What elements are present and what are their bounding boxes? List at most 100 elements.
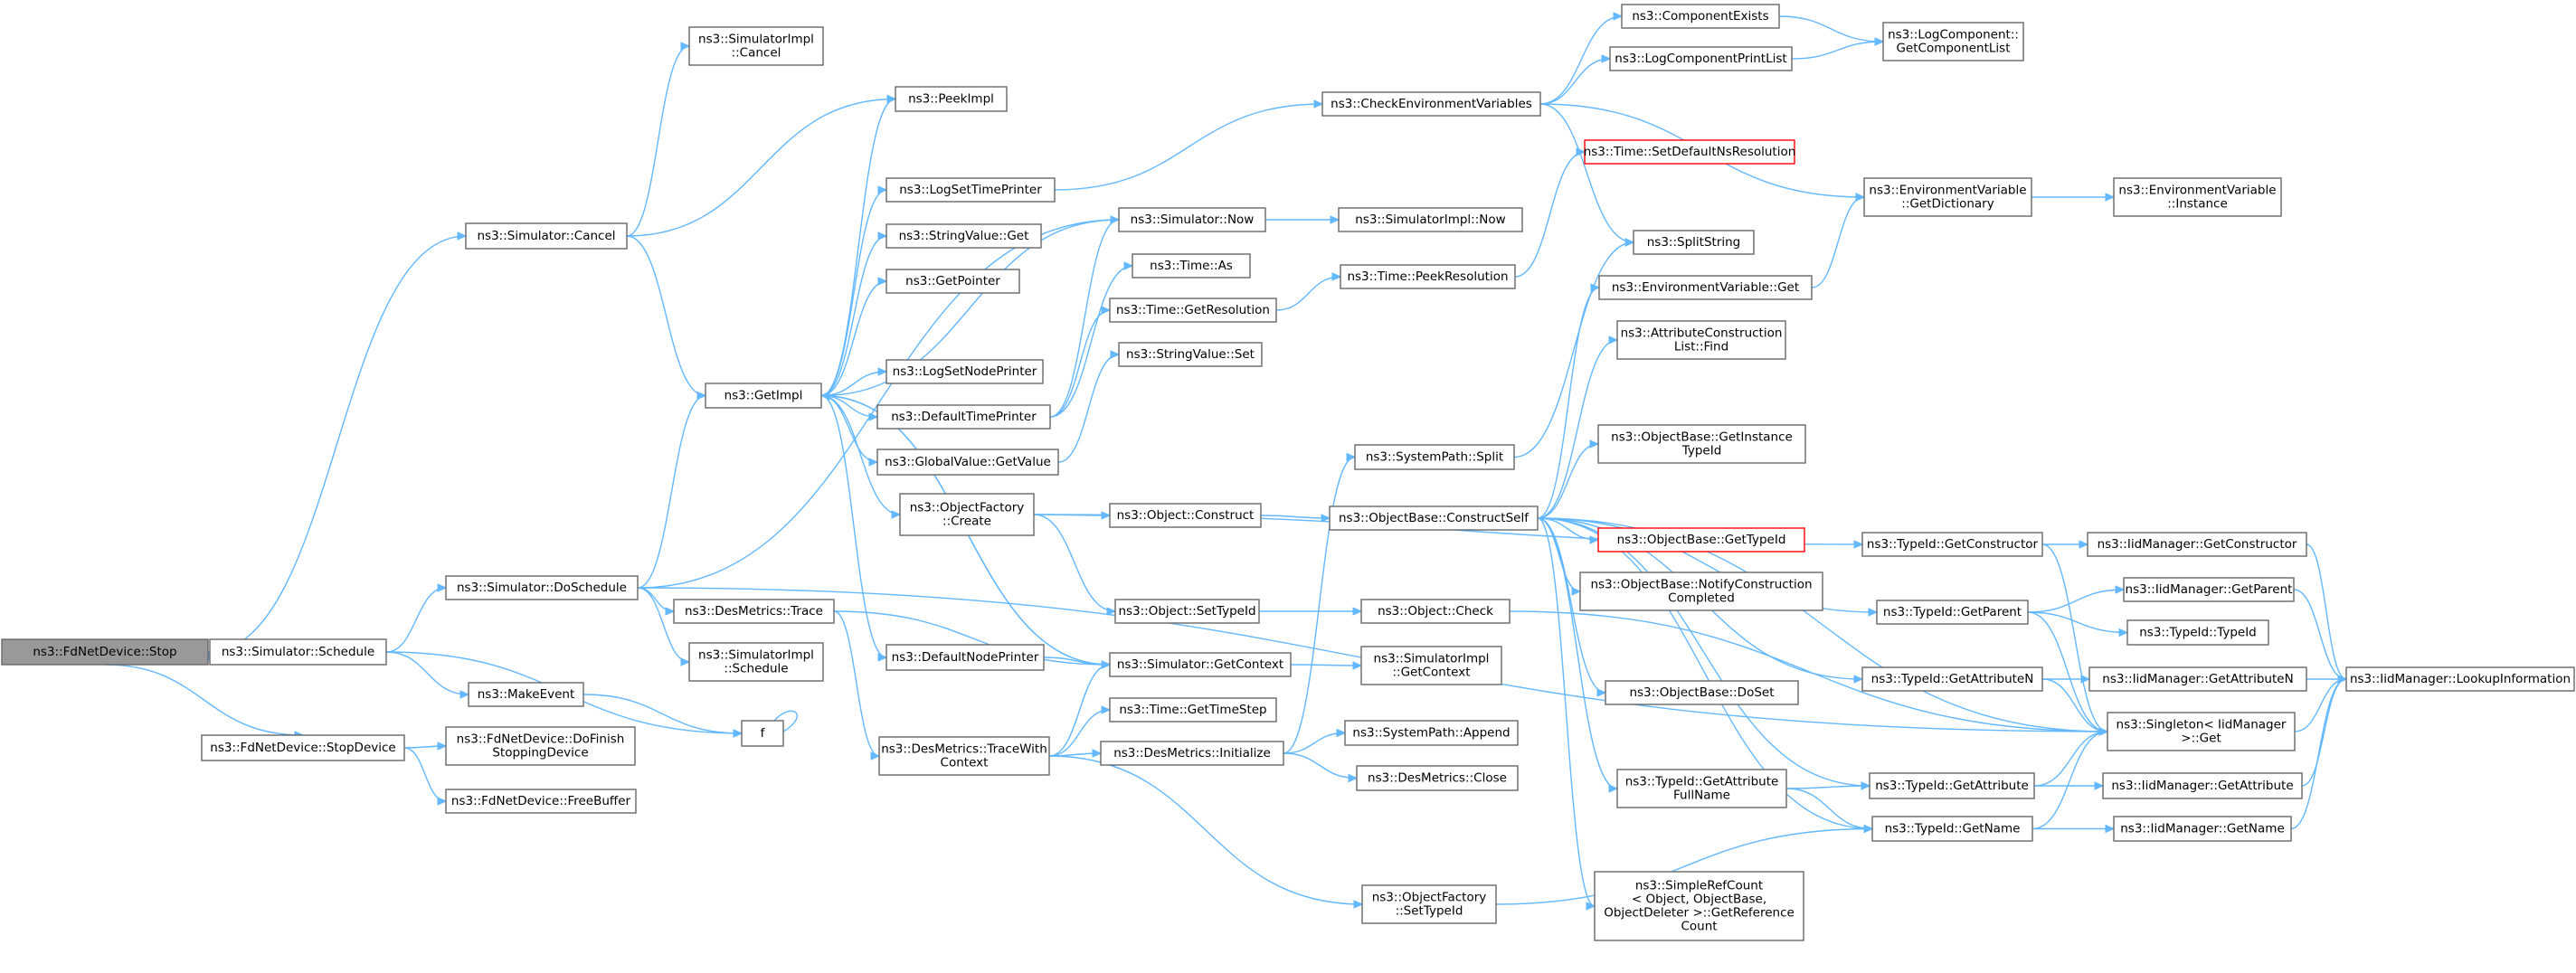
node-singletonget[interactable]: ns3::Singleton< IidManager>::Get [2107,712,2296,751]
node-label: ::Instance [2167,197,2228,212]
node-label: ns3::SystemPath::Split [1366,450,1503,465]
node-stop[interactable]: ns3::FdNetDevice::Stop [1,638,209,666]
node-tidtypeid[interactable]: ns3::TypeId::TypeId [2126,619,2269,646]
call-graph-nodes: ns3::FdNetDevice::Stop ns3::Simulator::Ca… [1,4,2575,941]
node-implschedule[interactable]: ns3::SimulatorImpl::Schedule [688,642,824,682]
node-stringget[interactable]: ns3::StringValue::Get [886,223,1042,249]
node-tidgetattr[interactable]: ns3::TypeId::GetAttribute [1869,772,2035,799]
arrowhead-simnow-to-implnow [1330,215,1340,224]
node-stringset[interactable]: ns3::StringValue::Set [1118,342,1263,367]
node-deftimeprinter[interactable]: ns3::DefaultTimePrinter [876,404,1051,430]
node-ofsettypeid[interactable]: ns3::ObjectFactory::SetTypeId [1361,884,1497,924]
node-loggetcomplist[interactable]: ns3::LogComponent::GetComponentList [1882,22,2024,61]
node-getimpl[interactable]: ns3::GetImpl [705,383,822,409]
node-desmtrace[interactable]: ns3::DesMetrics::Trace [673,599,835,624]
node-iidgetctor[interactable]: ns3::IidManager::GetConstructor [2087,532,2307,557]
node-tidgetname[interactable]: ns3::TypeId::GetName [1871,816,2033,842]
node-obdoset[interactable]: ns3::ObjectBase::DoSet [1605,680,1799,705]
node-iidgetname[interactable]: ns3::IidManager::GetName [2113,816,2292,842]
edge-obconstructself-to-obgetinst [1537,443,1599,519]
node-implnow[interactable]: ns3::SimulatorImpl::Now [1338,207,1523,232]
node-f[interactable]: f [741,720,784,747]
node-box [445,575,639,600]
node-box [1118,342,1263,367]
node-box [878,736,1050,776]
node-freebuffer[interactable]: ns3::FdNetDevice::FreeBuffer [445,789,637,814]
node-envgetdict[interactable]: ns3::EnvironmentVariable::GetDictionary [1863,177,2032,217]
edge-deftimeprinter-to-simnow [1049,219,1120,418]
node-simnow[interactable]: ns3::Simulator::Now [1118,207,1266,232]
node-simschedule[interactable]: ns3::Simulator::Schedule [209,638,387,666]
node-doschedule[interactable]: ns3::Simulator::DoSchedule [445,575,639,600]
node-stopdevice[interactable]: ns3::FdNetDevice::StopDevice [201,734,405,761]
node-makeevent[interactable]: ns3::MakeEvent [468,682,584,707]
node-logsetnode[interactable]: ns3::LogSetNodePrinter [886,359,1044,384]
node-ofcreate[interactable]: ns3::ObjectFactory::Create [899,493,1035,536]
node-iidlookup[interactable]: ns3::IidManager::LookupInformation [2345,666,2575,692]
node-objcheck[interactable]: ns3::Object::Check [1360,599,1511,624]
node-objconstruct[interactable]: ns3::Object::Construct [1109,503,1262,528]
node-implcancel[interactable]: ns3::SimulatorImpl::Cancel [688,26,824,66]
node-iidgetattr[interactable]: ns3::IidManager::GetAttribute [2102,772,2303,799]
node-getpointer[interactable]: ns3::GetPointer [886,269,1020,294]
node-desinit[interactable]: ns3::DesMetrics::Initialize [1100,741,1284,766]
node-tidgetattrn[interactable]: ns3::TypeId::GetAttributeN [1861,666,2043,692]
node-box [741,720,784,747]
node-setdefns[interactable]: ns3::Time::SetDefaultNsResolution [1584,139,1796,165]
node-box [1598,275,1813,300]
edge-tidgetattr-to-singletonget [2033,731,2108,787]
node-tidgetparent[interactable]: ns3::TypeId::GetParent [1876,600,2029,625]
node-peekimpl[interactable]: ns3::PeekImpl [895,86,1008,112]
node-syspathsplit[interactable]: ns3::SystemPath::Split [1354,444,1515,470]
node-timepeekres[interactable]: ns3::Time::PeekResolution [1340,264,1516,289]
node-syspathappend[interactable]: ns3::SystemPath::Append [1344,720,1519,746]
node-globalget[interactable]: ns3::GlobalValue::GetValue [876,449,1059,476]
edge-desmtrace-to-tracewith [833,610,880,757]
node-obgettypeid[interactable]: ns3::ObjectBase::GetTypeId [1597,527,1805,553]
node-box [1882,22,2024,61]
node-defnodeprinter[interactable]: ns3::DefaultNodePrinter [886,644,1045,671]
node-label: ::GetContext [1392,666,1470,680]
node-envget[interactable]: ns3::EnvironmentVariable::Get [1598,275,1813,300]
node-label: ::Create [942,515,991,529]
node-box [876,404,1051,430]
node-label: ns3::FdNetDevice::DoFinish [457,732,625,747]
node-implgetctx[interactable]: ns3::SimulatorImpl::GetContext [1360,646,1502,685]
node-timegetres[interactable]: ns3::Time::GetResolution [1109,298,1277,323]
node-box [1360,646,1502,685]
node-desclose[interactable]: ns3::DesMetrics::Close [1356,765,1519,791]
edge-deftimeprinter-to-timegetres [1049,309,1111,418]
arrowhead-tidgetparent-to-iidgetparent [2115,585,2126,594]
node-envinstance[interactable]: ns3::EnvironmentVariable::Instance [2113,177,2282,217]
node-simplerefcount[interactable]: ns3::SimpleRefCount< Object, ObjectBase,… [1594,871,1804,941]
node-splitstring[interactable]: ns3::SplitString [1633,230,1755,255]
node-label: ns3::Time::SetDefaultNsResolution [1584,145,1796,159]
node-logcompprint[interactable]: ns3::LogComponentPrintList [1609,46,1793,71]
arrowhead-tracewith-to-desinit [1092,749,1103,758]
node-label: ns3::TypeId::GetAttribute [1625,775,1779,789]
node-compexists[interactable]: ns3::ComponentExists [1621,4,1780,29]
node-tidgetctor[interactable]: ns3::TypeId::GetConstructor [1861,532,2043,557]
node-iidgetparent[interactable]: ns3::IidManager::GetParent [2123,577,2295,602]
node-timeas[interactable]: ns3::Time::As [1132,253,1251,279]
node-checkenv[interactable]: ns3::CheckEnvironmentVariables [1321,91,1541,117]
node-logsettime[interactable]: ns3::LogSetTimePrinter [886,177,1056,203]
node-box [1340,264,1516,289]
node-box [465,222,628,250]
node-label: ns3::EnvironmentVariable [1869,184,2026,198]
node-timesteps[interactable]: ns3::Time::GetTimeStep [1109,697,1277,723]
node-simcancel[interactable]: ns3::Simulator::Cancel [465,222,628,250]
edge-desinit-to-syspathappend [1283,732,1346,754]
node-box [673,599,835,624]
node-simgetctx[interactable]: ns3::Simulator::GetContext [1109,652,1292,677]
node-objsettypeid[interactable]: ns3::Object::SetTypeId [1114,599,1260,624]
node-obnotify[interactable]: ns3::ObjectBase::NotifyConstructionCompl… [1579,572,1823,611]
node-obconstructself[interactable]: ns3::ObjectBase::ConstructSelf [1329,505,1539,531]
node-iidgetattrn[interactable]: ns3::IidManager::GetAttributeN [2088,666,2307,692]
